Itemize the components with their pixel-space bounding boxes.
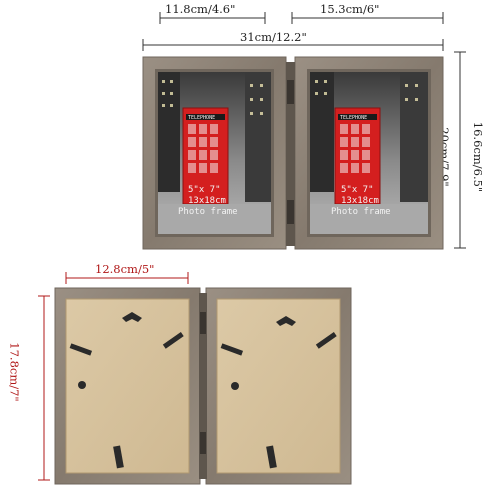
back-hinge [199, 293, 207, 479]
inner-width-label: 11.8cm/4.6" [165, 2, 236, 16]
back-frame-left [54, 287, 201, 485]
sawtooth-hanger-icon [276, 316, 296, 326]
left-mat-metric: 13x18cm [188, 196, 226, 206]
turn-clip-icon [266, 445, 277, 469]
front-hinge [286, 62, 295, 246]
left-mat-caption: Photo frame [178, 207, 238, 217]
front-frame-left [142, 56, 287, 250]
sawtooth-hanger-icon [122, 312, 142, 322]
outer-width-label: 15.3cm/6" [320, 2, 380, 16]
turn-clip-icon [113, 445, 124, 469]
easel-screw-icon [78, 381, 86, 389]
front-frame-right [294, 56, 444, 250]
right-mat-metric: 13x18cm [341, 196, 379, 206]
right-booth-sign: TELEPHONE [340, 115, 367, 121]
turn-clip-icon [69, 343, 93, 356]
back-width-label: 12.8cm/5" [95, 262, 155, 276]
right-mat-size: 5"x 7" [341, 185, 374, 195]
left-booth-sign: TELEPHONE [188, 115, 215, 121]
turn-clip-icon [315, 332, 337, 349]
back-dimension-lines [38, 272, 189, 481]
turn-clip-icon [162, 332, 184, 349]
left-mat-size: 5"x 7" [188, 185, 221, 195]
total-width-label: 31cm/12.2" [240, 30, 307, 44]
turn-clip-icon [220, 343, 244, 356]
back-hardware [69, 312, 337, 469]
easel-screw-icon [231, 382, 239, 390]
right-mat-caption: Photo frame [331, 207, 391, 217]
back-frame-right [205, 287, 352, 485]
front-photo-text: 5"x 7" 13x18cm Photo frame 5"x 7" 13x18c… [178, 115, 391, 217]
